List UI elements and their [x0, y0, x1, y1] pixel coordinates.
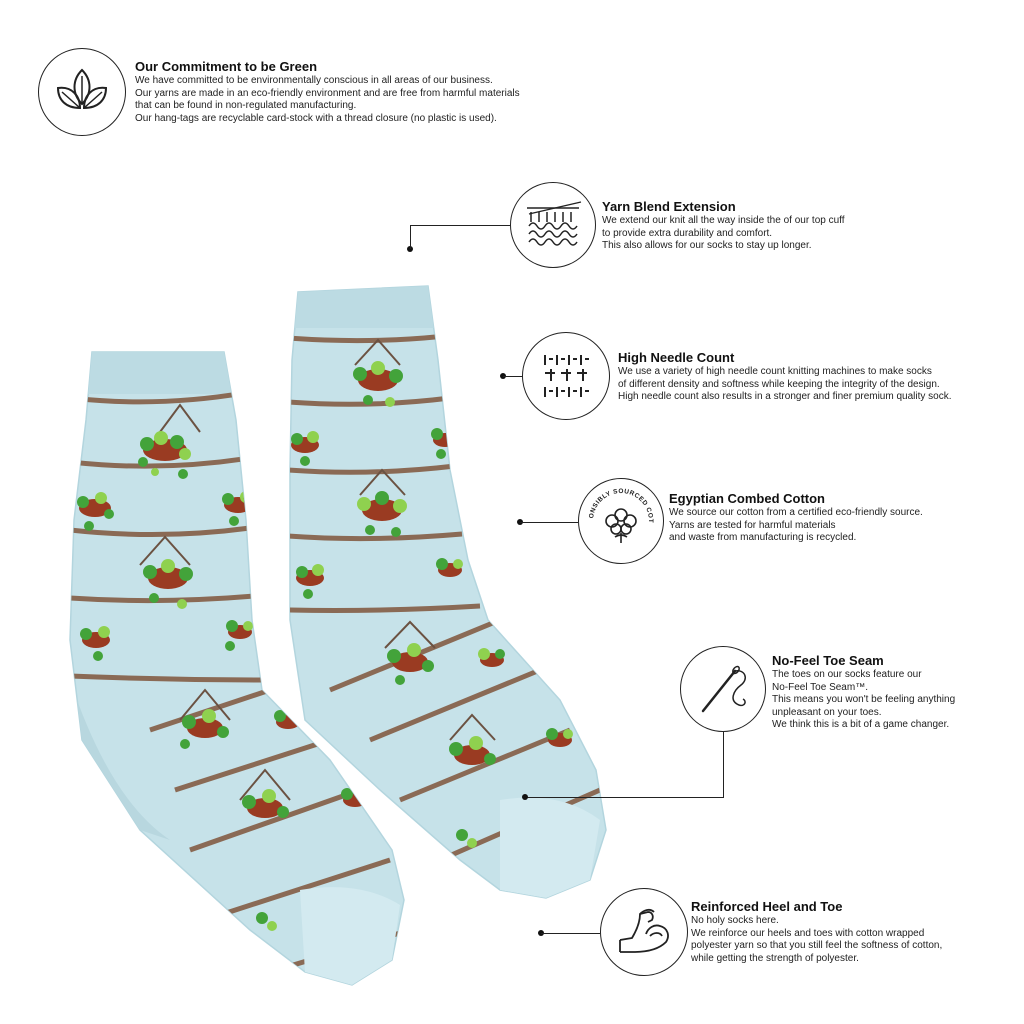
feature-line: and waste from manufacturing is recycled…: [669, 532, 857, 543]
commitment-block: Our Commitment to be Green We have commi…: [135, 59, 520, 125]
feature-line: polyester yarn so that you still feel th…: [691, 940, 943, 951]
connector-line: [541, 933, 600, 934]
feature-line: We extend our knit all the way inside th…: [602, 215, 845, 226]
feature-line: unpleasant on your toes.: [772, 706, 882, 718]
feature-title: High Needle Count: [618, 350, 735, 365]
feature-line: This also allows for our socks to stay u…: [602, 240, 812, 251]
feature-toe-seam: No-Feel Toe Seam The toes on our socks f…: [772, 653, 955, 732]
feature-line: of different density and softness while …: [618, 378, 940, 390]
feature-line: while getting the strength of polyester.: [691, 952, 859, 964]
leaves-icon: [38, 48, 126, 136]
feature-high-needle: High Needle Count We use a variety of hi…: [618, 350, 952, 404]
feature-line: to provide extra durability and comfort.: [602, 227, 773, 239]
feature-title: Egyptian Combed Cotton: [669, 491, 825, 506]
connector-dot: [407, 246, 413, 252]
feature-line: No holy socks here.: [691, 915, 779, 926]
connector-line: [410, 225, 411, 249]
flexed-arm-icon: [600, 888, 688, 976]
connector-line: [410, 225, 510, 226]
needle-grid-icon: [522, 332, 610, 420]
commitment-line: that can be found in non-regulated manuf…: [135, 100, 357, 111]
feature-line: Yarns are tested for harmful materials: [669, 519, 836, 531]
connector-line: [525, 797, 724, 798]
feature-title: Yarn Blend Extension: [602, 199, 736, 214]
connector-line: [520, 522, 578, 523]
connector-dot: [522, 794, 528, 800]
feature-yarn-blend: Yarn Blend Extension We extend our knit …: [602, 199, 845, 253]
connector-line: [503, 376, 523, 377]
feature-title: Reinforced Heel and Toe: [691, 899, 843, 914]
feature-line: We use a variety of high needle count kn…: [618, 366, 932, 377]
right-sock: [289, 285, 607, 899]
feature-line: We reinforce our heels and toes with cot…: [691, 927, 925, 939]
commitment-line: Our hang-tags are recyclable card-stock …: [135, 112, 497, 124]
cotton-badge-text: RESPONSIBLY SOURCED COTTON: [581, 481, 654, 523]
svg-text:RESPONSIBLY SOURCED COTTON: RESPONSIBLY SOURCED COTTON: [581, 481, 654, 523]
feature-line: The toes on our socks feature our: [772, 669, 922, 680]
commitment-title: Our Commitment to be Green: [135, 59, 318, 74]
feature-line: We source our cotton from a certified ec…: [669, 507, 923, 518]
cotton-flower-icon: RESPONSIBLY SOURCED COTTON: [578, 478, 664, 564]
commitment-line: We have committed to be environmentally …: [135, 75, 493, 86]
feature-line: This means you won't be feeling anything: [772, 694, 956, 705]
feature-line: No-Feel Toe Seam™.: [772, 681, 868, 693]
knit-stitch-icon: [510, 182, 596, 268]
needle-thread-icon: [680, 646, 766, 732]
feature-line: We think this is a bit of a game changer…: [772, 719, 950, 730]
feature-title: No-Feel Toe Seam: [772, 653, 884, 668]
feature-line: High needle count also results in a stro…: [618, 391, 952, 402]
feature-reinforced: Reinforced Heel and Toe No holy socks he…: [691, 899, 942, 965]
commitment-line: Our yarns are made in an eco-friendly en…: [135, 87, 520, 99]
connector-line: [723, 732, 724, 798]
feature-egyptian-cotton: Egyptian Combed Cotton We source our cot…: [669, 491, 923, 545]
